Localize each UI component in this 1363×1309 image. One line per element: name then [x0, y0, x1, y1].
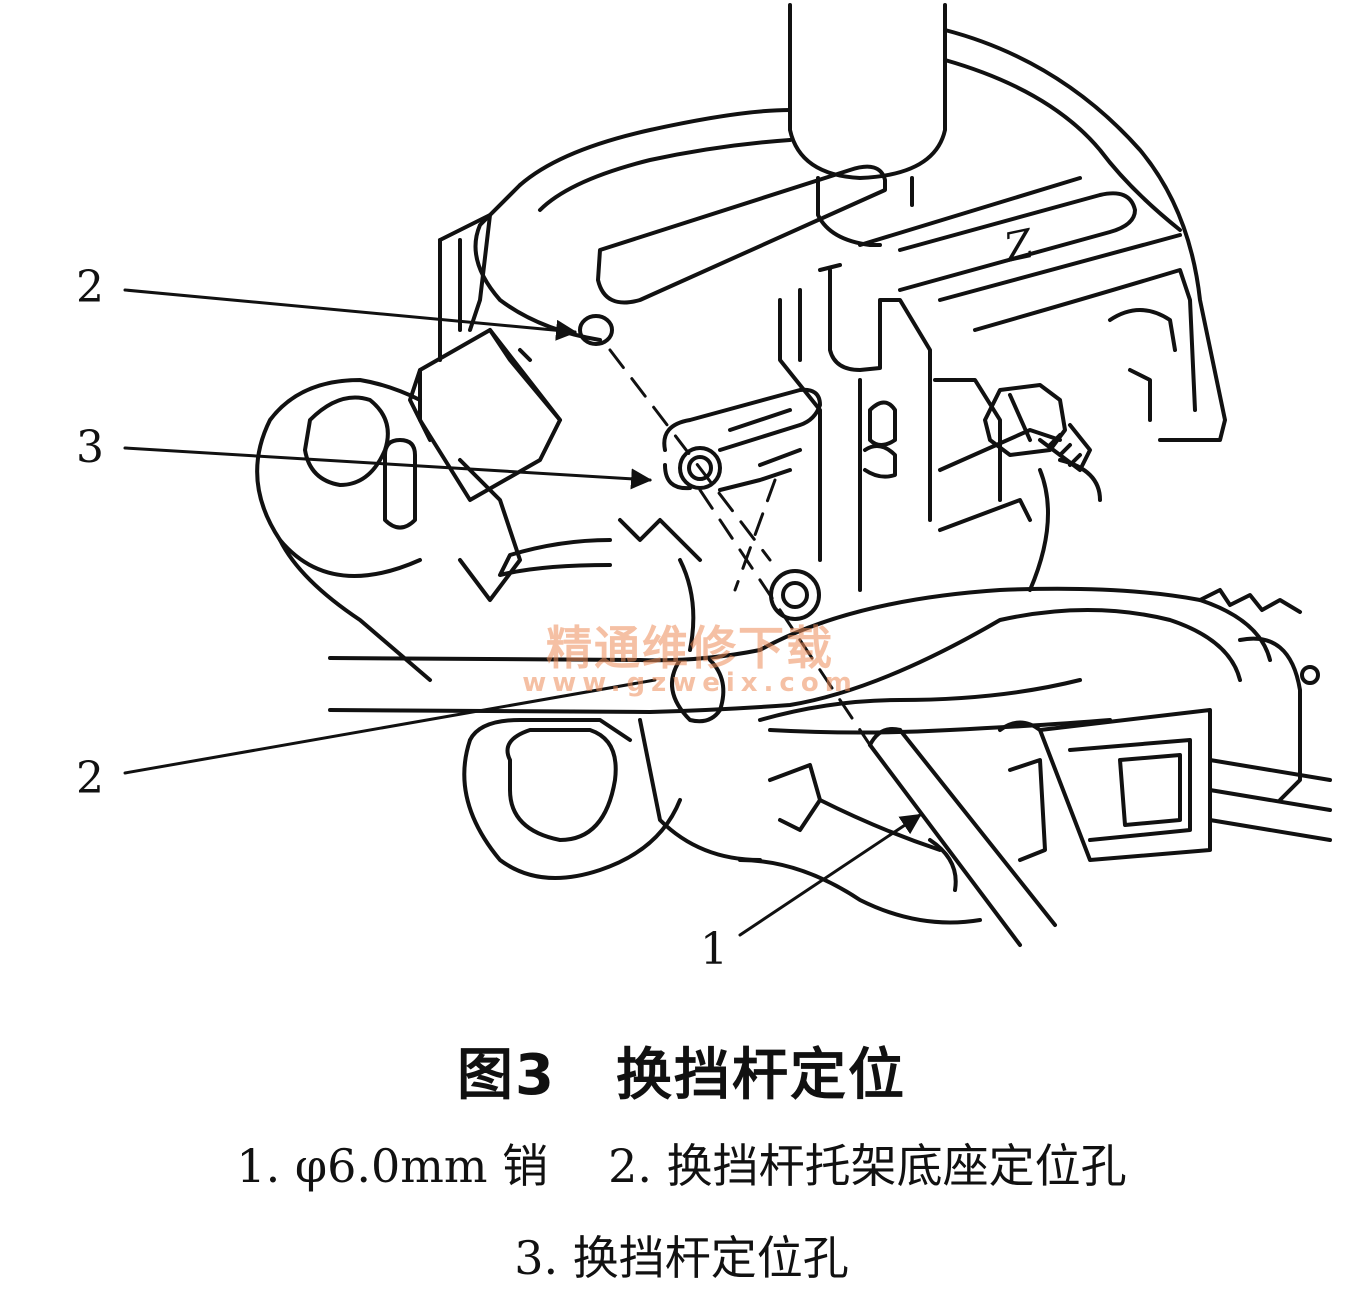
locating-pin [868, 727, 1057, 947]
lower-clip [768, 763, 958, 892]
leader-lines [123, 288, 922, 937]
legend-item-2: 2. 换挡杆托架底座定位孔 [608, 1139, 1127, 1193]
figure-legend-line1: 1. φ6.0mm 销 2. 换挡杆托架底座定位孔 [0, 1130, 1363, 1196]
lower-lug [462, 718, 982, 925]
guide-lines [608, 348, 872, 747]
gate-letter: Z [999, 221, 1039, 272]
shifter-assembly-drawing: Z [123, 3, 1332, 947]
leader-bottom-1 [738, 813, 922, 937]
lever-bracket [778, 263, 1102, 592]
figure-number: 图3 [457, 1043, 556, 1108]
left-mount [383, 213, 562, 602]
lever-arm [662, 387, 822, 492]
left-lug [255, 378, 432, 682]
cable-harness [328, 518, 1272, 735]
legend-item-3: 3. 换挡杆定位孔 [514, 1231, 849, 1285]
leader-bottom-2 [123, 678, 657, 775]
shift-knob [788, 3, 947, 247]
legend-item-1: 1. φ6.0mm 销 [236, 1139, 549, 1193]
callout-label-bottom-1: 1 [700, 924, 728, 975]
shift-lever-diagram: Z 2 3 2 1 精通维修下载 www.gzweix.com [76, 3, 1332, 975]
fixing-hole [769, 569, 821, 621]
bracket-base-hole [578, 314, 614, 346]
callout-label-mid-3: 3 [76, 422, 104, 473]
shift-gate-housing [473, 28, 1227, 442]
figure-caption-title: 图3 换挡杆定位 [0, 1030, 1363, 1111]
callout-label-top-2: 2 [76, 262, 104, 313]
figure-legend-line2: 3. 换挡杆定位孔 [0, 1222, 1363, 1288]
figure-title: 换挡杆定位 [615, 1043, 906, 1108]
leader-mid-3 [123, 446, 653, 490]
leader-top-2 [123, 288, 578, 341]
bolt [983, 383, 1092, 472]
electrical-connector [998, 588, 1332, 862]
callout-label-bottom-2: 2 [76, 753, 104, 804]
